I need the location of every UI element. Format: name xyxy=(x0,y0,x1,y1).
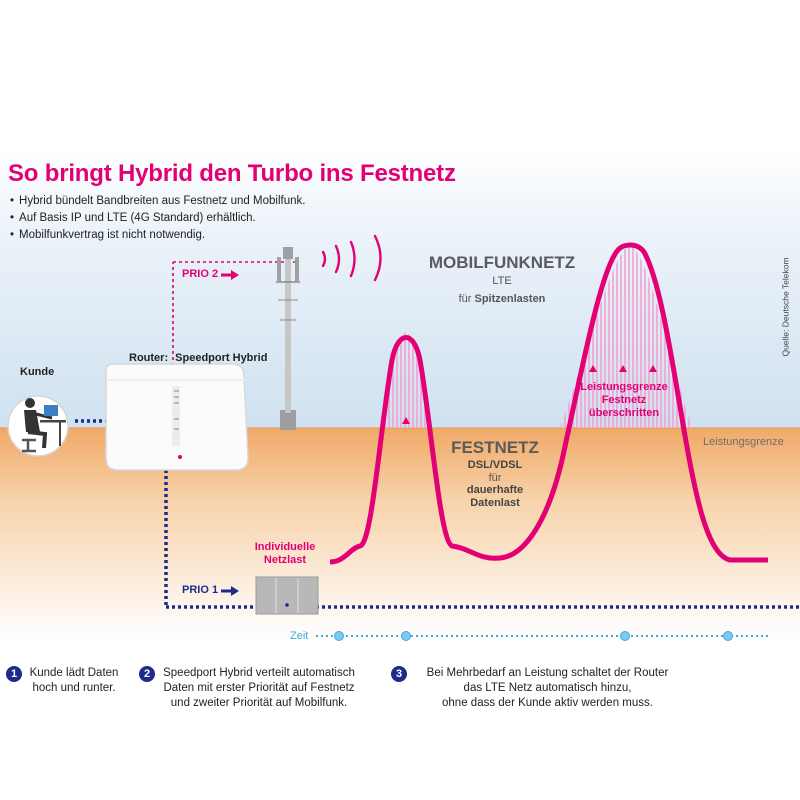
limit-exceeded-line1: Leistungsgrenze xyxy=(580,381,668,393)
mobile-network-title: MOBILFUNKNETZ xyxy=(428,253,576,272)
peak-hatch-1 xyxy=(380,332,432,428)
fixed-network-desc1: für xyxy=(488,472,502,484)
step-3-line2: das LTE Netz automatisch hinzu, xyxy=(463,682,632,694)
peak-hatch-2 xyxy=(560,246,692,428)
mobile-network-desc-pre: für xyxy=(458,293,475,305)
fixed-network-title: FESTNETZ xyxy=(451,438,539,457)
prio1-label: PRIO 1 xyxy=(182,584,219,596)
individual-load-line2: Netzlast xyxy=(263,554,307,566)
limit-exceeded-line2: Festnetz xyxy=(601,394,647,406)
feature-list: Hybrid bündelt Bandbreiten aus Festnetz … xyxy=(10,193,305,244)
network-load-curve xyxy=(329,242,768,565)
list-item: Mobilfunkvertrag ist nicht notwendig. xyxy=(10,227,305,244)
lte-connection-line xyxy=(172,261,295,366)
step-2-line2: Daten mit erster Priorität auf Festnetz xyxy=(163,682,355,694)
time-axis-label: Zeit xyxy=(290,630,309,642)
mobile-network-block: MOBILFUNKNETZ LTE für Spitzenlasten xyxy=(420,253,584,305)
step-2-line3: und zweiter Priorität auf Mobilfunk. xyxy=(170,697,348,709)
limit-marker xyxy=(589,365,597,372)
page-title: So bringt Hybrid den Turbo ins Festnetz xyxy=(8,160,456,187)
step-3-text: Bei Mehrbedarf an Leistung schaltet der … xyxy=(410,666,685,711)
customer-label: Kunde xyxy=(20,366,55,378)
source-credit: Quelle: Deutsche Telekom xyxy=(780,257,791,357)
router-label-name: Speedport Hybrid xyxy=(175,352,268,364)
step-2-line1: Speedport Hybrid verteilt automatisch xyxy=(163,667,355,679)
step-number-badge: 2 xyxy=(139,666,155,682)
limit-exceeded-line3: überschritten xyxy=(588,407,660,419)
street-cabinet-icon xyxy=(255,576,319,615)
limit-marker xyxy=(619,365,627,372)
lte-tower-icon xyxy=(276,247,300,430)
step-1-text: Kunde lädt Daten hoch und runter. xyxy=(26,666,122,696)
arrow-right-icon xyxy=(221,586,239,596)
step-1-line2: hoch und runter. xyxy=(32,682,116,694)
individual-load-line1: Individuelle xyxy=(254,541,316,553)
router-label: Router: Speedport Hybrid xyxy=(129,352,267,364)
fixed-network-desc3: Datenlast xyxy=(470,497,520,509)
step-3-line1: Bei Mehrbedarf an Leistung schaltet der … xyxy=(426,667,669,679)
step-3-line3: ohne dass der Kunde aktiv werden muss. xyxy=(442,697,653,709)
prio2-label: PRIO 2 xyxy=(182,268,219,280)
list-item: Hybrid bündelt Bandbreiten aus Festnetz … xyxy=(10,193,305,210)
connection-lines xyxy=(75,419,800,609)
step-1-line1: Kunde lädt Daten xyxy=(29,667,119,679)
person-at-desk-icon xyxy=(7,395,69,457)
router-label-prefix: Router: xyxy=(129,352,169,364)
step-number-badge: 3 xyxy=(391,666,407,682)
mobile-network-desc-bold: Spitzenlasten xyxy=(474,293,546,305)
radio-waves-icon xyxy=(321,234,382,282)
limit-exceeded-annotation: Leistungsgrenze Festnetz überschritten xyxy=(572,381,676,420)
fixed-network-desc2: dauerhafte xyxy=(466,484,524,496)
arrow-right-icon xyxy=(221,270,239,280)
fixed-network-block: FESTNETZ DSL/VDSL für dauerhafte Datenla… xyxy=(440,438,550,510)
mobile-network-desc: für Spitzenlasten xyxy=(420,293,584,305)
list-item: Auf Basis IP und LTE (4G Standard) erhäl… xyxy=(10,210,305,227)
step-2-text: Speedport Hybrid verteilt automatisch Da… xyxy=(159,666,359,711)
router-icon xyxy=(105,363,249,471)
timeline-markers xyxy=(334,631,733,641)
fixed-network-sub: DSL/VDSL xyxy=(467,459,523,471)
limit-marker xyxy=(402,417,410,424)
limit-marker xyxy=(649,365,657,372)
step-number-badge: 1 xyxy=(6,666,22,682)
mobile-network-sub: LTE xyxy=(492,275,512,287)
individual-load-annotation: Individuelle Netzlast xyxy=(240,541,330,567)
capacity-limit-label: Leistungsgrenze xyxy=(703,436,784,448)
